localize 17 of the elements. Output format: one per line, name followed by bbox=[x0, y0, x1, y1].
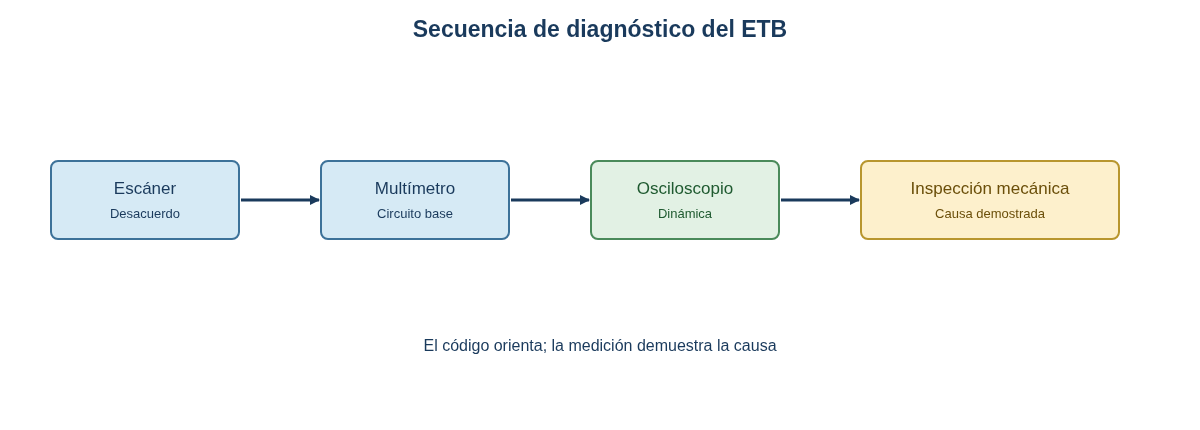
box-subtitle: Desacuerdo bbox=[109, 205, 181, 222]
box-heading: Escáner bbox=[113, 178, 177, 200]
box-heading: Multímetro bbox=[374, 178, 456, 200]
process-box bbox=[860, 160, 1120, 240]
diagram-title: Secuencia de diagnóstico del ETB bbox=[412, 15, 788, 44]
box-heading: Osciloscopio bbox=[636, 178, 734, 200]
process-box bbox=[590, 160, 780, 240]
process-box bbox=[50, 160, 240, 240]
caption: El código orienta; la medición demuestra la causa bbox=[423, 336, 777, 356]
process-box bbox=[320, 160, 510, 240]
box-subtitle: Dinámica bbox=[657, 205, 713, 222]
box-heading: Inspección mecánica bbox=[910, 178, 1070, 200]
box-subtitle: Circuito base bbox=[377, 205, 453, 222]
arrow bbox=[241, 195, 320, 205]
arrow bbox=[781, 195, 860, 205]
box-subtitle: Causa demostrada bbox=[935, 205, 1045, 222]
arrow bbox=[511, 195, 590, 205]
